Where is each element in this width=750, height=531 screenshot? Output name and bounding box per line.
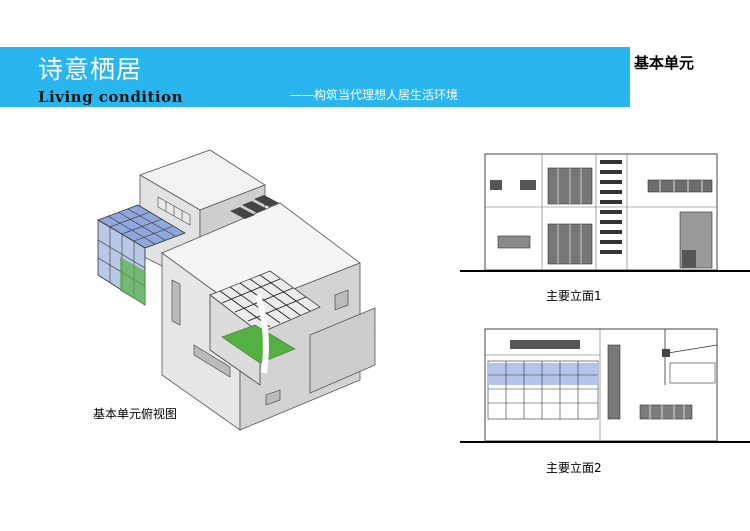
header-banner (0, 47, 630, 107)
aerial-view-caption: 基本单元俯视图 (93, 407, 178, 421)
aerial-view-drawing (97, 149, 376, 431)
elevation-2-drawing (460, 328, 750, 443)
page-subtitle: ——构筑当代理想人居生活环境 (290, 88, 459, 102)
section-label: 基本单元 (634, 54, 695, 72)
page-title: 诗意栖居 (38, 55, 143, 84)
page-title-english: Living condition (38, 88, 184, 106)
elevation-2-caption: 主要立面2 (546, 461, 602, 475)
elevation-1-caption: 主要立面1 (546, 289, 602, 303)
elevation-1-drawing (460, 153, 750, 272)
